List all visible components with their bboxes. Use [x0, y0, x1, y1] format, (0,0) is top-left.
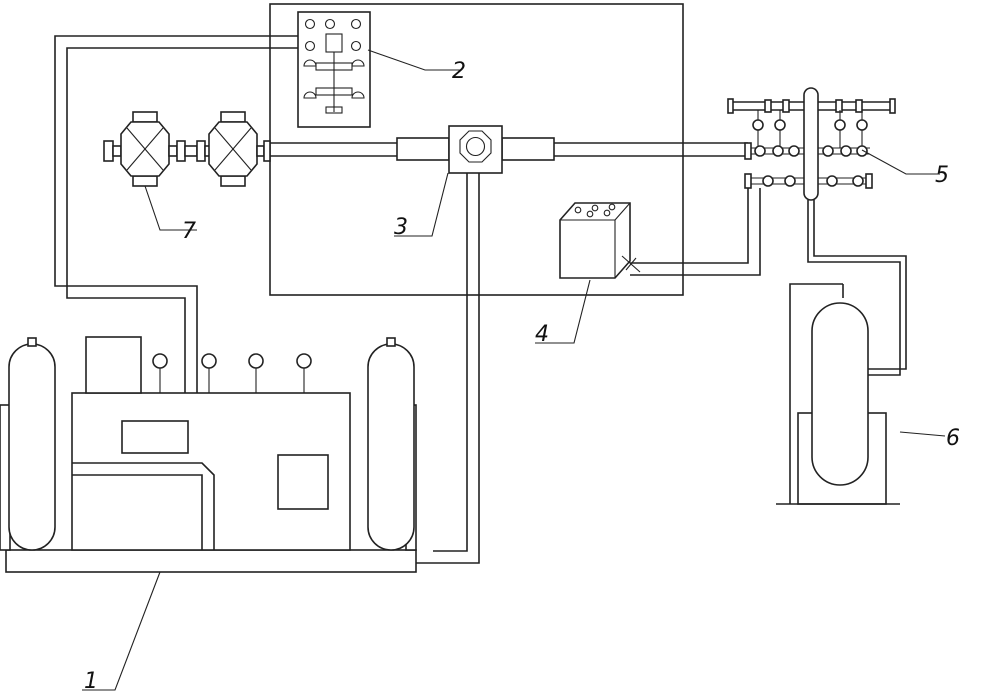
- box-4: [559, 202, 641, 279]
- tank-6: [776, 283, 900, 505]
- label-3: 3: [394, 215, 408, 240]
- label-5: 5: [935, 163, 949, 188]
- label-4: 4: [535, 322, 549, 347]
- unit-1: [0, 336, 417, 573]
- leader-lines: [82, 49, 946, 691]
- label-1: 1: [84, 669, 98, 694]
- label-6: 6: [946, 426, 960, 451]
- main-pipe: [268, 137, 748, 161]
- pipe-unit1-to-panel2: [54, 35, 298, 393]
- pipe-manifold5-to-tank6: [807, 200, 907, 376]
- label-7: 7: [182, 219, 196, 244]
- valve-assembly-7: [103, 111, 271, 187]
- control-panel-2: [297, 11, 371, 128]
- pipe-filter3-to-unit1: [415, 173, 480, 564]
- manifold-5: [727, 87, 896, 201]
- label-2: 2: [452, 59, 466, 84]
- filter-3: [448, 125, 503, 174]
- pipe-box4-to-manifold5: [630, 188, 761, 276]
